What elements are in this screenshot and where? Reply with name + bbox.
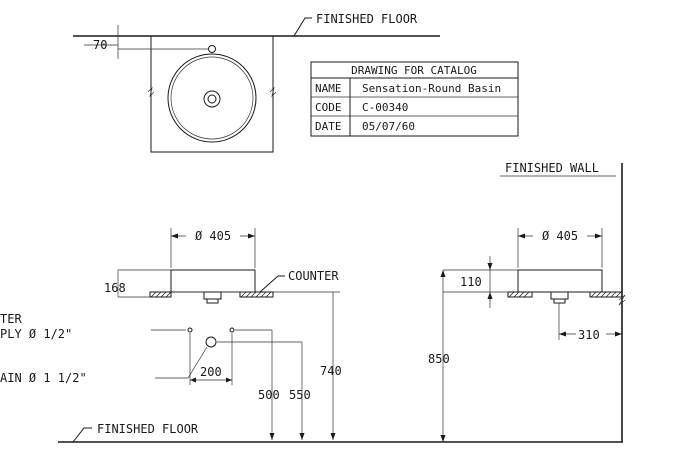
dim-168-label: 168 [104, 281, 126, 295]
dim-500-label: 500 [258, 388, 280, 402]
side-basin-body [517, 269, 603, 293]
dim-310-arrow-right [615, 331, 622, 337]
dim-310-label-bg [576, 327, 606, 341]
counter-label: COUNTER [288, 269, 339, 283]
dim-740-label: 740 [320, 364, 342, 378]
catalog-code-key: CODE [315, 101, 342, 114]
supply-point-left [187, 327, 193, 333]
side-elevation: FINISHED WALL Ø 405 [428, 161, 626, 442]
supply-point-right [229, 327, 235, 333]
front-dia-label-bg [186, 228, 240, 242]
dim-740-arrow [330, 433, 336, 440]
catalog-frame [310, 61, 519, 137]
front-counter-hatch [150, 291, 272, 298]
plan-break-left [147, 86, 155, 98]
front-drain-fitting [203, 291, 222, 300]
front-drain-tail [206, 298, 219, 304]
side-dia-arrow-left [518, 233, 525, 239]
dim-200-arrow-right [226, 377, 232, 383]
water-supply-label-line1: TER [0, 312, 22, 326]
dim-70-label: 70 [93, 38, 107, 52]
drain-leader [155, 346, 208, 379]
plan-counter-outline [150, 35, 274, 153]
dim-850-arrow-bottom [440, 435, 446, 442]
finished-floor-label-top: FINISHED FLOOR [316, 12, 418, 26]
catalog-header: DRAWING FOR CATALOG [351, 64, 477, 77]
front-dia-arrow-right [248, 233, 255, 239]
drain-inner [207, 94, 217, 104]
side-counter-hatch [508, 291, 622, 298]
side-dia-label-bg [533, 228, 587, 242]
side-drain-tail [553, 298, 566, 304]
plan-view: FINISHED FLOOR 70 [73, 12, 440, 153]
dim-550-label: 550 [289, 388, 311, 402]
leader-finished-floor-top [293, 17, 312, 37]
dim-850-label: 850 [428, 352, 450, 366]
finished-wall-label: FINISHED WALL [505, 161, 599, 175]
dim-310-arrow-left [559, 331, 566, 337]
basin-inner-rim [170, 56, 254, 140]
catalog-date-value: 05/07/60 [362, 120, 415, 133]
dim-110-label: 110 [460, 275, 482, 289]
drain-label: AIN Ø 1 1/2" [0, 371, 87, 385]
catalog-name-key: NAME [315, 82, 342, 95]
finished-floor-bottom: FINISHED FLOOR [58, 422, 623, 443]
side-dia-arrow-right [595, 233, 602, 239]
front-counter-left [149, 291, 172, 298]
catalog-code-value: C-00340 [362, 101, 408, 114]
catalog-title-block: DRAWING FOR CATALOG NAME Sensation-Round… [310, 61, 519, 137]
plan-break-right [269, 86, 277, 98]
basin-outer-rim [167, 53, 257, 143]
front-dia-label: Ø 405 [195, 229, 231, 243]
finished-floor-label-bottom: FINISHED FLOOR [97, 422, 199, 436]
dim-110-arrow-top [487, 263, 493, 270]
catalog-date-key: DATE [315, 120, 342, 133]
drain-outer [203, 90, 221, 108]
counter-leader [259, 275, 285, 293]
side-dia-label: Ø 405 [542, 229, 578, 243]
dim-550-arrow [299, 433, 305, 440]
dim-200-arrow-left [190, 377, 196, 383]
drain-point [205, 336, 217, 348]
water-supply-label-line2: PLY Ø 1/2" [0, 327, 72, 341]
dim-500-arrow [269, 433, 275, 440]
dim-310-label: 310 [578, 328, 600, 342]
leader-finished-floor-bottom [72, 427, 92, 443]
front-elevation: Ø 405 COUNTER 168 [0, 228, 342, 440]
side-counter-left [507, 291, 533, 298]
dim-850-arrow-top [440, 270, 446, 277]
catalog-name-value: Sensation-Round Basin [362, 82, 501, 95]
dim-110-arrow-bottom [487, 292, 493, 299]
side-drain-fitting [550, 291, 569, 300]
front-basin-body [170, 269, 256, 293]
front-dia-arrow-left [171, 233, 178, 239]
front-counter-right [239, 291, 274, 298]
dim-200-label: 200 [200, 365, 222, 379]
overflow-hole [208, 45, 216, 53]
